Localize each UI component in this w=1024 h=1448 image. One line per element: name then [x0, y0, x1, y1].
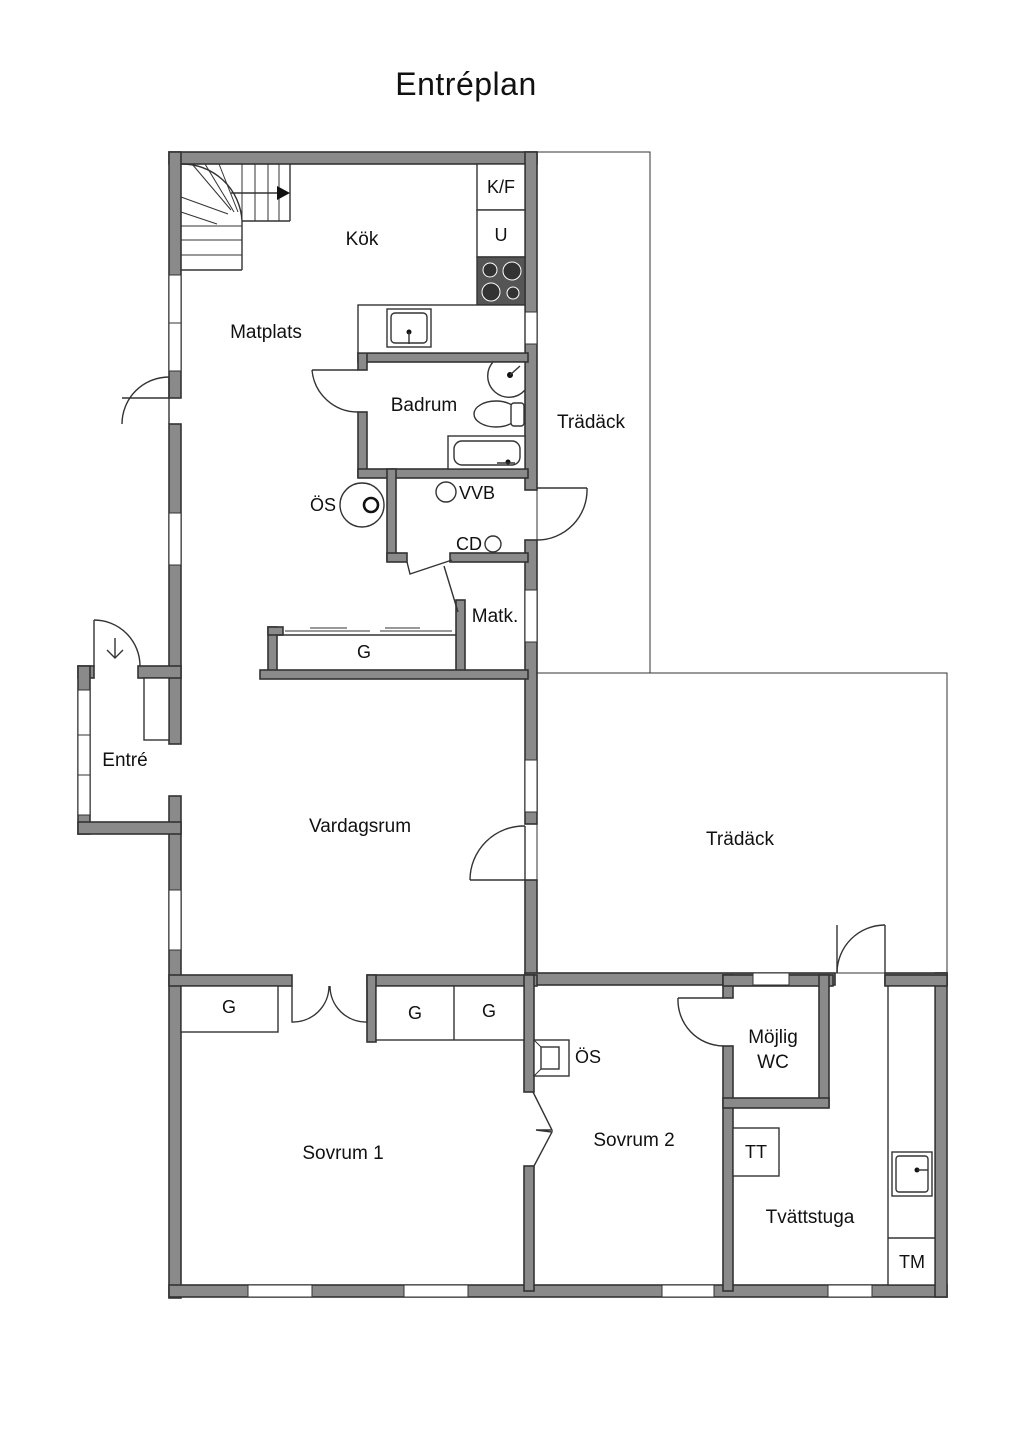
wall-sov2-right-2 [722, 1045, 734, 1292]
wall-entre-top-r [137, 665, 182, 679]
window-left-1 [168, 274, 182, 324]
label-tradack-1: Trädäck [557, 412, 625, 433]
wall-closet-gg-left [366, 974, 377, 1043]
wall-hall-divider [259, 669, 529, 680]
window-bottom-1 [247, 1284, 313, 1298]
door-badrum [311, 369, 359, 413]
label-u: U [495, 225, 508, 245]
wall-top [168, 151, 538, 165]
wall-sov-divider-1 [523, 974, 535, 1093]
door-sovrum1-double [291, 985, 368, 1023]
cd-circle [484, 535, 502, 553]
wall-left-2 [168, 423, 182, 745]
label-os-2: ÖS [575, 1047, 601, 1067]
door-vvb-terrace [536, 487, 588, 541]
hall-closet [277, 627, 456, 636]
wall-right-mid [524, 879, 538, 986]
door-tvatt-terrace [836, 924, 886, 974]
wall-entre-bottom [77, 821, 182, 835]
closet-gg [375, 985, 525, 1041]
tiled-stove [339, 482, 385, 528]
window-bottom-4 [827, 1284, 873, 1298]
window-left-2 [168, 512, 182, 566]
label-g-right: G [482, 1001, 496, 1021]
toilet [473, 400, 525, 428]
wall-badrum-top [357, 352, 529, 363]
wall-right-lower [934, 972, 948, 1298]
door-wc [677, 997, 724, 1047]
wall-badrum-left [357, 352, 368, 371]
label-g-left: G [408, 1003, 422, 1023]
wall-sov-divider-2 [523, 1165, 535, 1292]
label-vardagsrum: Vardagsrum [309, 816, 411, 837]
label-os-1: ÖS [310, 495, 336, 515]
window-bottom-3 [661, 1284, 715, 1298]
label-tradack-2: Trädäck [706, 829, 774, 850]
door-vvb [406, 559, 459, 613]
label-cd: CD [456, 534, 482, 554]
label-matk: Matk. [472, 606, 518, 627]
label-entre: Entré [102, 750, 147, 771]
label-badrum: Badrum [391, 395, 458, 416]
tiled-stove-square [533, 1039, 570, 1077]
label-g-sovrum1: G [222, 997, 236, 1017]
label-matplats: Matplats [230, 322, 302, 343]
window-right-vard [524, 759, 538, 813]
entre-bench [143, 677, 170, 741]
label-tt: TT [745, 1142, 767, 1162]
wall-tvatt-top-r [884, 974, 948, 987]
tt-unit [732, 1127, 780, 1177]
wall-vvb-bottom-r [449, 552, 529, 563]
laundry-sink [891, 1151, 933, 1197]
u-unit [476, 209, 526, 258]
window-wc [752, 972, 790, 986]
laundry-counter [887, 985, 936, 1286]
label-sovrum-2: Sovrum 2 [593, 1130, 674, 1151]
wall-left-3 [168, 795, 182, 1299]
label-vvb: VVB [459, 483, 495, 503]
wall-wc-right [818, 974, 830, 1108]
label-tm: TM [899, 1252, 925, 1272]
label-mojlig: Möjlig [748, 1027, 798, 1048]
wall-badrum-left2 [357, 411, 368, 478]
window-left-1b [168, 322, 182, 372]
wall-vvb-left [386, 468, 397, 562]
window-left-3 [168, 889, 182, 951]
wall-bed-top-2 [366, 974, 538, 987]
wall-closet-top [267, 626, 284, 636]
vvb-circle [435, 481, 457, 503]
window-bottom-2 [403, 1284, 469, 1298]
bath-sink [487, 361, 526, 398]
kitchen-sink [386, 308, 432, 348]
wall-vvb-bottom [386, 552, 408, 563]
wall-wc-bottom [722, 1097, 830, 1109]
window-right-kok [524, 311, 538, 345]
label-wc: WC [757, 1052, 789, 1073]
closet-sovrum1 [180, 985, 279, 1033]
window-entre-3 [77, 774, 91, 816]
label-tvattstuga: Tvättstuga [766, 1207, 855, 1228]
kf-unit [476, 163, 526, 211]
wall-badrum-bottom [357, 468, 529, 479]
window-entre-1 [77, 689, 91, 736]
bathtub [447, 435, 526, 470]
plan-title: Entréplan [395, 66, 537, 102]
window-entre-2 [77, 734, 91, 776]
label-kf: K/F [487, 177, 515, 197]
door-entre [93, 619, 141, 667]
window-right-matk [524, 589, 538, 643]
kitchen-counter [357, 304, 526, 354]
door-main-left [121, 376, 170, 425]
wall-bed-top-1 [168, 974, 293, 987]
label-g-hall: G [357, 642, 371, 662]
door-vardag-terrace [469, 825, 526, 881]
label-sovrum-1: Sovrum 1 [302, 1143, 383, 1164]
door-sov-divider-fold [532, 1091, 554, 1167]
label-kok: Kök [346, 229, 379, 250]
stairs [180, 163, 291, 271]
stove [476, 256, 526, 306]
